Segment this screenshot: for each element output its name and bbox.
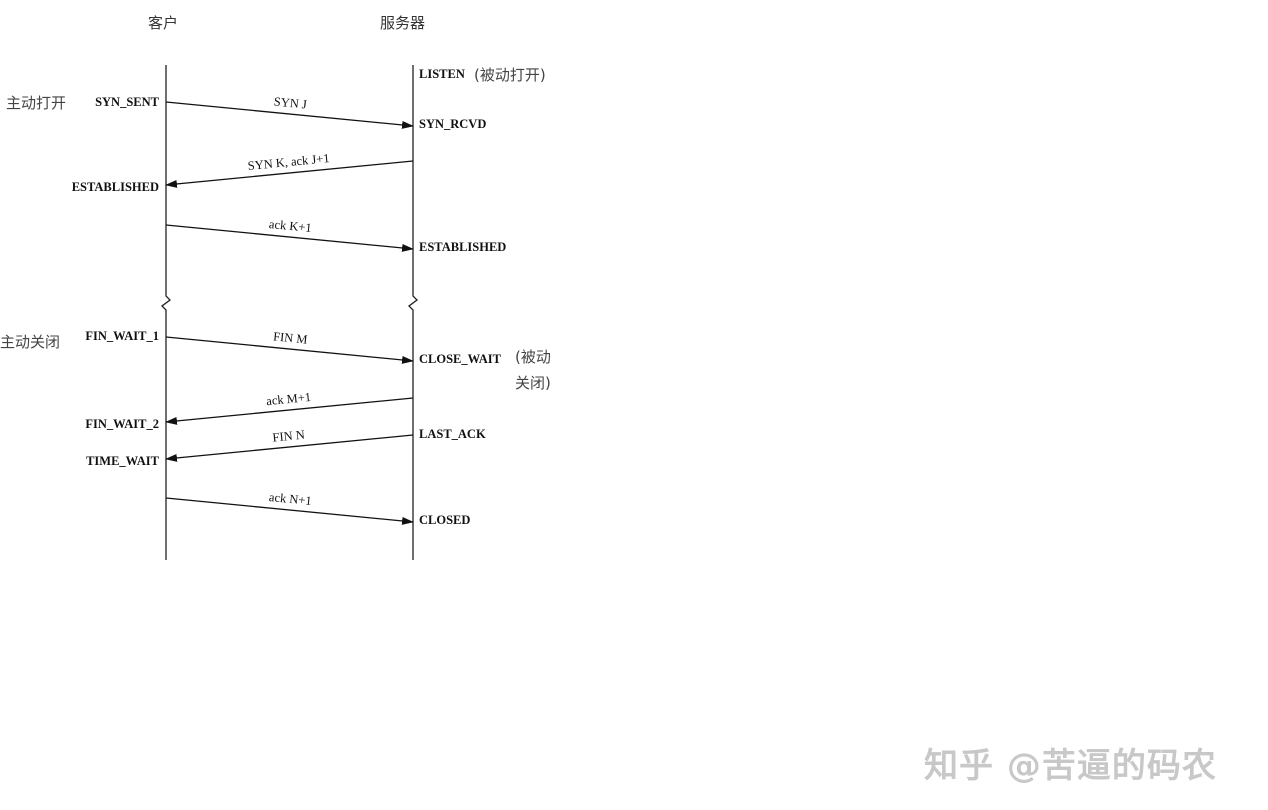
passive-close-label-1: (被动 [515, 348, 551, 366]
message-arrow [165, 434, 414, 462]
client-state: FIN_WAIT_1 [85, 329, 159, 343]
server-lifeline [408, 65, 418, 560]
server-state: LAST_ACK [419, 427, 486, 441]
client-lifeline [161, 65, 171, 560]
message-arrow [165, 336, 414, 364]
server-state: CLOSE_WAIT [419, 352, 502, 366]
client-header: 客户 [148, 14, 178, 32]
server-state: CLOSED [419, 513, 470, 527]
server-state: ESTABLISHED [419, 240, 506, 254]
message-label: ack N+1 [268, 490, 312, 508]
passive-close-label-2: 关闭) [515, 374, 551, 392]
message-arrow [165, 497, 414, 525]
message-arrow [165, 224, 414, 252]
server-state: LISTEN [419, 67, 465, 81]
active-close-label: 主动关闭 [0, 333, 60, 351]
message-arrow [165, 160, 414, 188]
watermark: 知乎 @苦逼的码农 [924, 746, 1217, 786]
message-label: SYN J [273, 94, 307, 111]
message-label: ack M+1 [266, 390, 312, 408]
active-open-label: 主动打开 [6, 94, 66, 112]
client-state: FIN_WAIT_2 [85, 417, 159, 431]
client-state: SYN_SENT [95, 95, 160, 109]
server-header: 服务器 [380, 14, 425, 32]
message-arrow [165, 101, 414, 129]
message-label: FIN M [273, 329, 309, 346]
message-label: ack K+1 [268, 217, 312, 235]
server-state: SYN_RCVD [419, 117, 486, 131]
passive-open-label: (被动打开) [474, 66, 546, 84]
message-label: FIN N [272, 428, 305, 445]
client-state: TIME_WAIT [86, 454, 160, 468]
client-state: ESTABLISHED [72, 180, 159, 194]
message-arrow [165, 397, 414, 425]
